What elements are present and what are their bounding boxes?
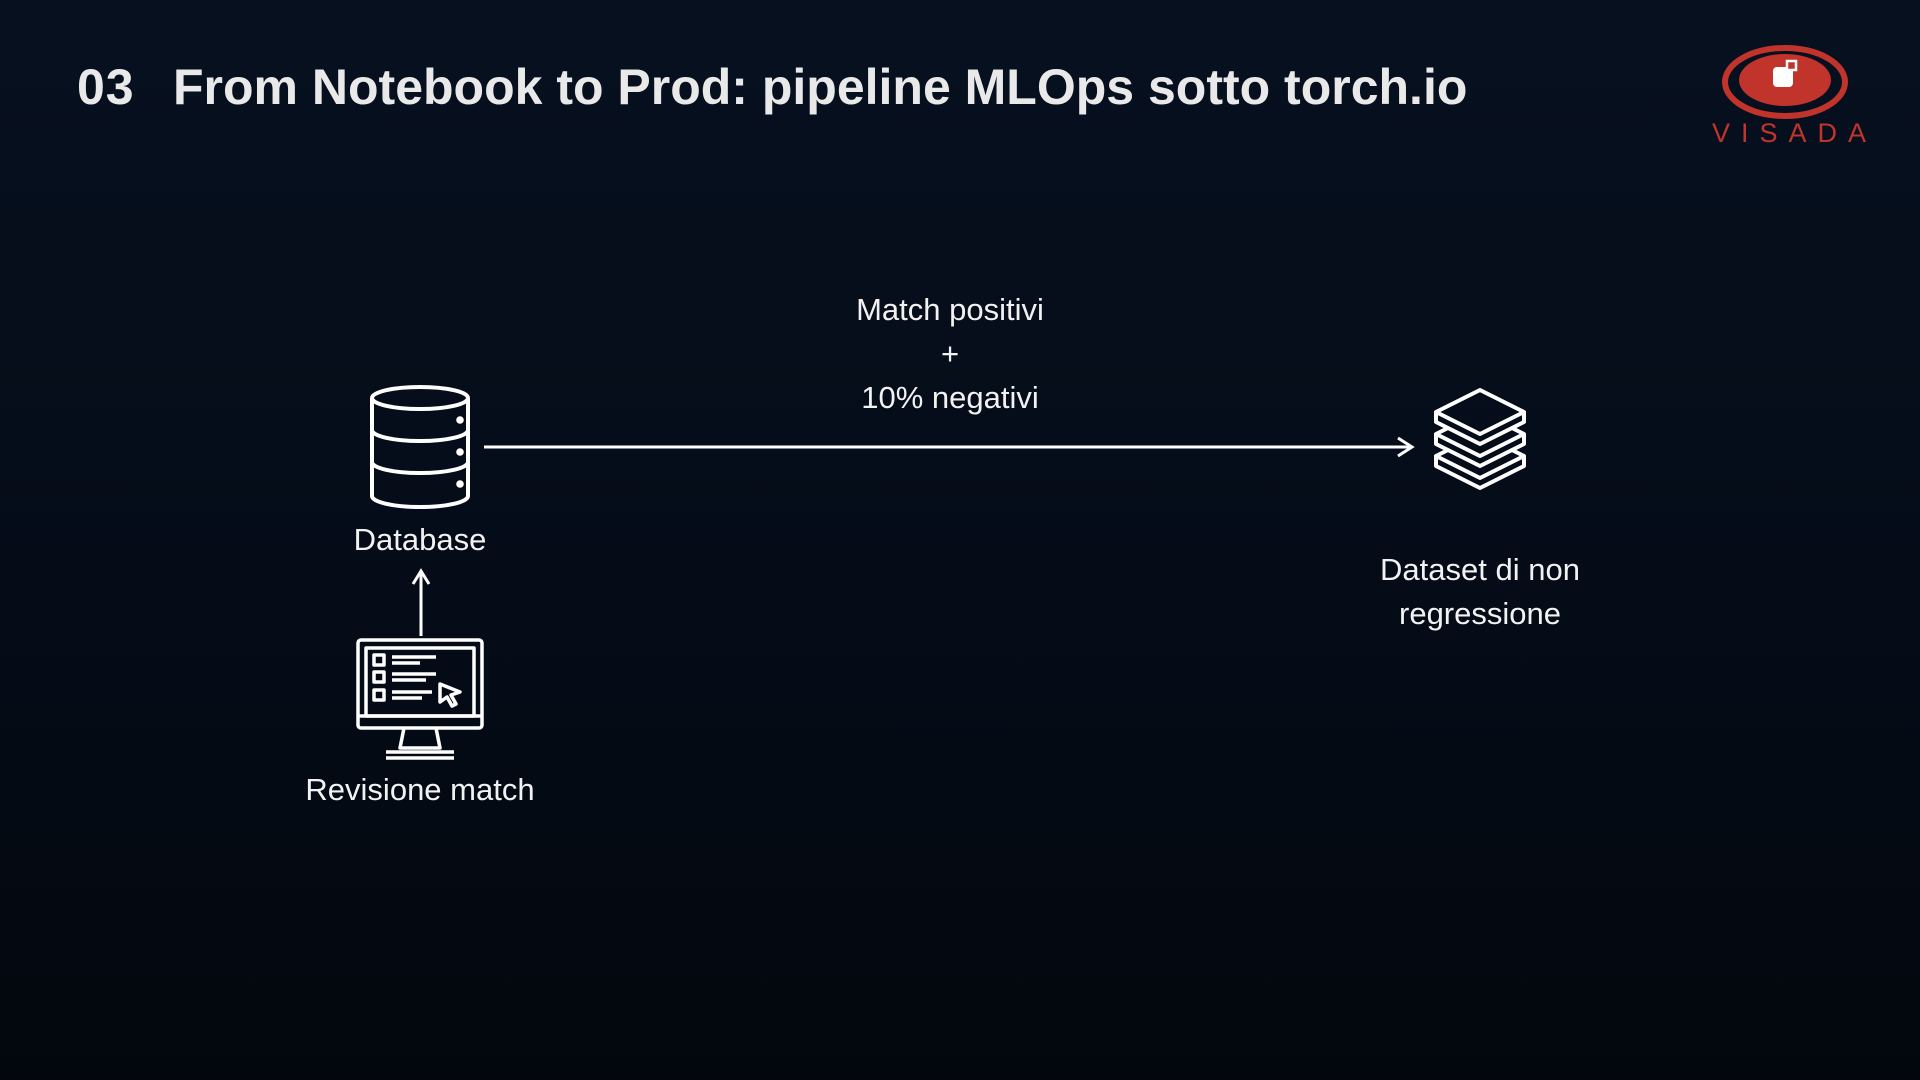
slide-number: 03 bbox=[77, 59, 135, 115]
monitor-form-icon bbox=[356, 638, 484, 760]
database-icon bbox=[370, 385, 470, 509]
layers-stack-icon bbox=[1434, 388, 1526, 490]
edge-label-line-3: 10% negativi bbox=[861, 380, 1039, 415]
database-label: Database bbox=[353, 522, 487, 557]
arrow-review-to-database bbox=[411, 568, 431, 636]
logo-text: VISADA bbox=[1712, 118, 1878, 148]
slide-title: From Notebook to Prod: pipeline MLOps so… bbox=[173, 59, 1468, 115]
edge-label-line-2: + bbox=[940, 336, 960, 371]
arrow-database-to-dataset bbox=[484, 436, 1415, 458]
review-label: Revisione match bbox=[305, 772, 535, 807]
dataset-label-line-1: Dataset di non bbox=[1380, 552, 1580, 587]
edge-label-match: Match positivi + 10% negativi bbox=[800, 288, 1100, 420]
visada-logo-icon bbox=[1722, 45, 1848, 119]
edge-label-line-1: Match positivi bbox=[856, 292, 1044, 327]
dataset-label: Dataset di non regressione bbox=[1330, 548, 1630, 636]
dataset-label-line-2: regressione bbox=[1399, 596, 1561, 631]
